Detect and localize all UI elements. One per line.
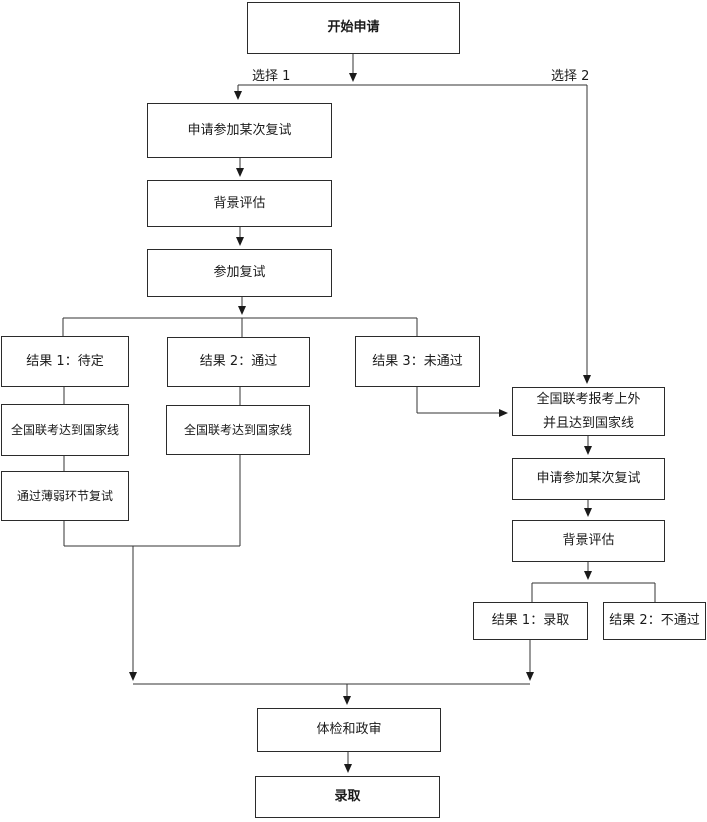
node-result2-reject: 结果 2：不通过 [603, 602, 706, 640]
node-health-political-check: 体检和政审 [257, 708, 441, 752]
node-apply-retest-right-label: 申请参加某次复试 [536, 471, 641, 487]
node-background-eval-right-label: 背景评估 [562, 533, 615, 549]
node-final-admit: 录取 [255, 776, 440, 818]
node-national-line-mid-label: 全国联考达到国家线 [183, 422, 292, 437]
node-result2-pass: 结果 2：通过 [167, 337, 310, 387]
node-start-application-label: 开始申请 [327, 20, 380, 36]
node-national-line-left-label: 全国联考达到国家线 [10, 422, 119, 437]
node-start-application: 开始申请 [247, 2, 460, 54]
node-apply-retest-left: 申请参加某次复试 [147, 103, 332, 158]
edge-label-choice-2: 选择 2 [551, 69, 590, 84]
node-sisu-national-line: 全国联考报考上外 并且达到国家线 [512, 387, 665, 436]
node-final-admit-label: 录取 [334, 789, 361, 805]
node-result1-pending: 结果 1：待定 [1, 336, 129, 387]
node-background-eval-left: 背景评估 [147, 180, 332, 227]
node-apply-retest-right: 申请参加某次复试 [512, 458, 665, 500]
node-result1-admit: 结果 1：录取 [473, 602, 588, 640]
node-sisu-national-line-line1: 全国联考报考上外 [536, 391, 641, 407]
node-weak-link-retest: 通过薄弱环节复试 [1, 471, 129, 521]
node-result1-pending-label: 结果 1：待定 [26, 353, 104, 369]
edge-label-choice-1: 选择 1 [252, 69, 291, 84]
node-sisu-national-line-line2: 并且达到国家线 [542, 415, 634, 431]
node-result1-admit-label: 结果 1：录取 [491, 613, 570, 629]
node-attend-retest: 参加复试 [147, 249, 332, 297]
node-result2-reject-label: 结果 2：不通过 [609, 613, 700, 629]
node-weak-link-retest-label: 通过薄弱环节复试 [16, 488, 113, 503]
node-health-political-check-label: 体检和政审 [316, 722, 382, 738]
node-background-eval-left-label: 背景评估 [213, 195, 266, 211]
node-national-line-left: 全国联考达到国家线 [1, 404, 129, 456]
node-result3-fail-label: 结果 3：未通过 [372, 353, 463, 369]
node-apply-retest-left-label: 申请参加某次复试 [187, 122, 292, 138]
node-national-line-mid: 全国联考达到国家线 [166, 405, 310, 455]
node-attend-retest-label: 参加复试 [213, 265, 266, 281]
node-result3-fail: 结果 3：未通过 [355, 336, 480, 387]
node-background-eval-right: 背景评估 [512, 520, 665, 562]
node-result2-pass-label: 结果 2：通过 [199, 354, 278, 370]
